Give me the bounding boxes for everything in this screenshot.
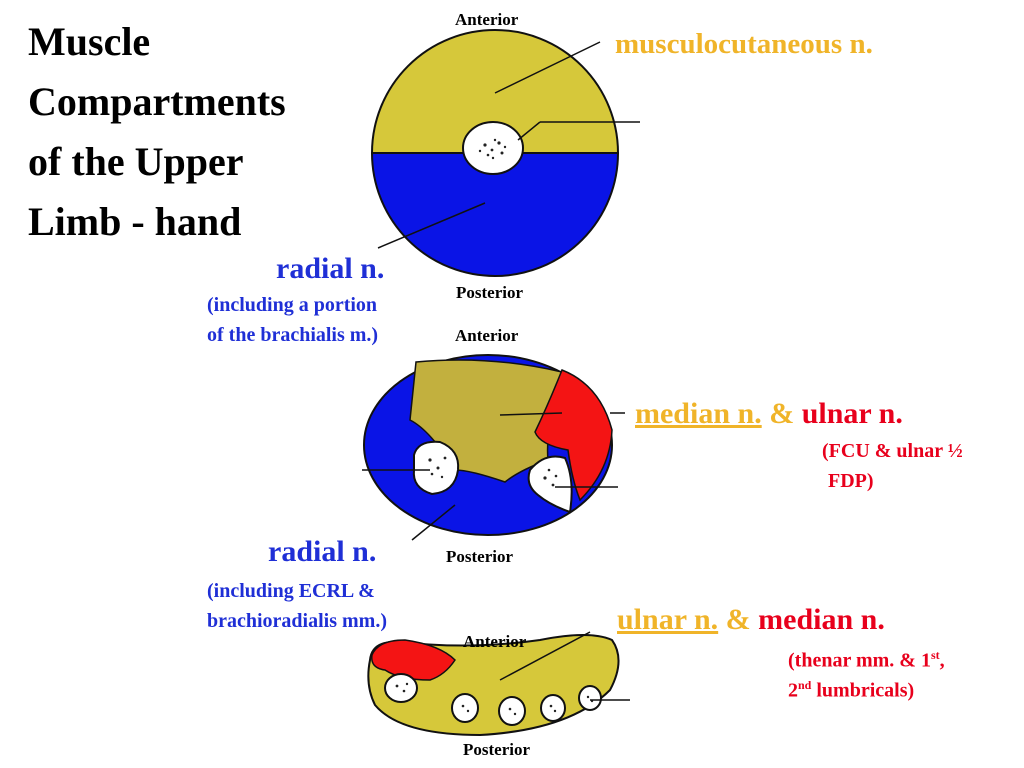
arm-radial-nerve-label: radial n. [276, 252, 385, 285]
forearm-note-1: (FCU & ulnar ½ [822, 440, 963, 462]
forearm-nerves-label: median n. & ulnar n. [635, 397, 903, 431]
hand-cross-section [367, 631, 630, 737]
title-line-1: Muscle [28, 19, 151, 64]
hand-note-2: 2nd lumbricals) [788, 678, 915, 702]
forearm-cross-section [362, 354, 625, 541]
metacarpal-1 [384, 673, 418, 703]
forearm-radial-note-1: (including ECRL & [207, 580, 375, 602]
forearm-median-nerve: median n. [635, 397, 762, 430]
arm-anterior-label: Anterior [455, 10, 519, 29]
musculocutaneous-nerve-label: musculocutaneous n. [615, 28, 873, 60]
hand-ulnar-nerve: ulnar n. [617, 603, 719, 636]
hand-posterior-label: Posterior [463, 740, 531, 759]
forearm-anterior-label: Anterior [455, 326, 519, 345]
arm-radial-note-1: (including a portion [207, 294, 378, 316]
arm-posterior-label: Posterior [456, 283, 524, 302]
metacarpal-5 [578, 685, 602, 711]
thenar-compartment [371, 639, 456, 681]
forearm-posterior-label: Posterior [446, 547, 514, 566]
forearm-radial-nerve-label: radial n. [268, 535, 377, 568]
hand-nerves-label: ulnar n. & median n. [617, 603, 885, 637]
forearm-ulnar-nerve: ulnar n. [801, 397, 903, 430]
title-line-2: Compartments [28, 79, 286, 124]
arm-posterior-compartment [370, 152, 620, 277]
hand-note-1: (thenar mm. & 1st, [788, 648, 945, 672]
arm-cross-section [370, 29, 640, 277]
title-line-4: Limb - hand [28, 199, 242, 244]
forearm-amp: & [769, 397, 795, 430]
arm-radial-note-2: of the brachialis m.) [207, 324, 379, 346]
hand-amp: & [725, 603, 751, 636]
humerus-bone [462, 121, 524, 175]
forearm-flexor-ulnar-compartment [534, 369, 613, 502]
forearm-note-2: FDP) [828, 470, 874, 492]
title-line-3: of the Upper [28, 139, 244, 184]
hand-anterior-label: Anterior [463, 632, 527, 651]
radius-bone [412, 440, 460, 496]
hand-median-nerve: median n. [758, 603, 885, 636]
ulna-bone [527, 455, 573, 514]
page-title: Muscle Compartments of the Upper Limb - … [28, 12, 286, 252]
forearm-radial-note-2: brachioradialis mm.) [207, 610, 387, 632]
metacarpal-3 [498, 696, 526, 726]
metacarpal-2 [451, 693, 479, 723]
metacarpal-4 [540, 694, 566, 722]
